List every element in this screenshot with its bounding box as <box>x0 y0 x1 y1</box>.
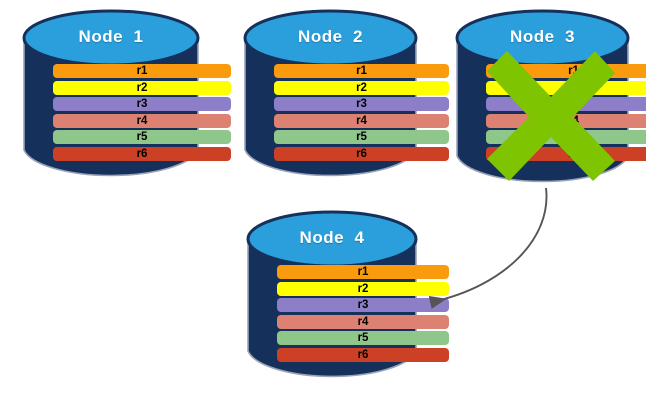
row-r5-node-4: r5 <box>277 331 449 345</box>
row-r5-node-2: r5 <box>274 130 449 144</box>
row-r3-node-4: r3 <box>277 298 449 312</box>
row-r1-node-1: r1 <box>53 64 231 78</box>
row-r4-node-1: r4 <box>53 113 231 128</box>
row-r2-node-2: r2 <box>274 80 449 95</box>
row-r2-node-1: r2 <box>53 80 231 95</box>
row-list-node-2: r1 r2 r3 r4 r5 r6 <box>243 64 480 161</box>
row-r6-node-2: r6 <box>274 146 449 161</box>
row-r6-node-4: r6 <box>277 347 449 362</box>
row-r1-node-4: r1 <box>277 265 449 279</box>
row-r4-node-4: r4 <box>277 314 449 329</box>
row-r2-node-4: r2 <box>277 281 449 296</box>
row-r4-node-2: r4 <box>274 113 449 128</box>
row-list-node-4: r1 r2 r3 r4 r5 r6 <box>246 265 480 362</box>
row-r3-node-2: r3 <box>274 97 449 111</box>
row-r5-node-1: r5 <box>53 130 231 144</box>
row-r6-node-1: r6 <box>53 146 231 161</box>
row-r1-node-2: r1 <box>274 64 449 78</box>
row-r3-node-1: r3 <box>53 97 231 111</box>
row-list-node-1: r1 r2 r3 r4 r5 r6 <box>22 64 262 161</box>
